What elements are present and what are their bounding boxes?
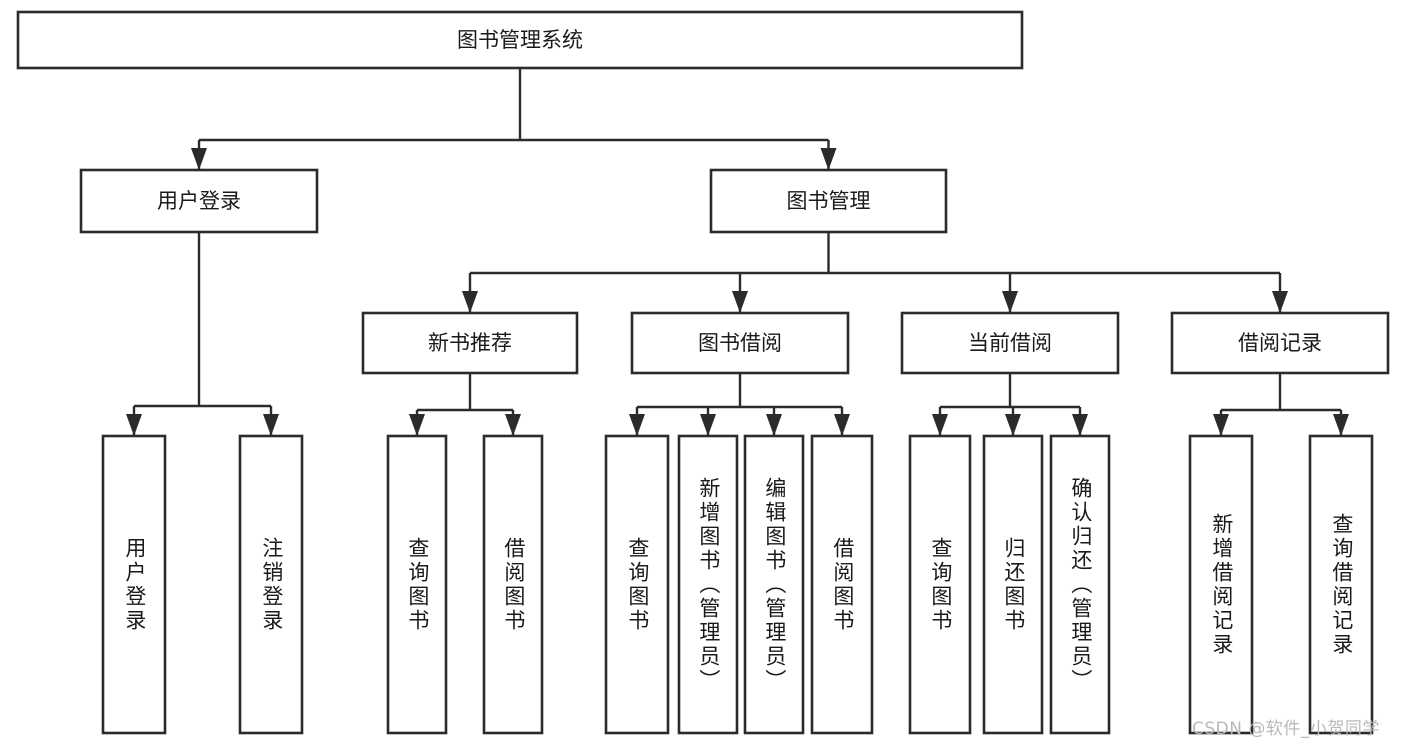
csdn-watermark: CSDN @软件_小贺同学 [1192, 719, 1380, 739]
node-图书管理-box[interactable] [709, 168, 948, 234]
login-leaves-arrowhead-1 [263, 414, 279, 436]
node-用户登录-box[interactable] [79, 168, 319, 234]
node-借阅图书-box[interactable] [810, 434, 874, 735]
node-归还图书-box[interactable] [982, 434, 1044, 735]
node-图书借阅-label: 图书借阅 [698, 331, 782, 355]
login-leaves-arrowhead-0 [126, 414, 142, 436]
node-当前借阅-label: 当前借阅 [968, 331, 1052, 355]
node-新书推荐-label: 新书推荐 [428, 331, 512, 355]
newbook-leaves-arrowhead-0 [409, 414, 425, 436]
newbook-leaves-arrowhead-1 [505, 414, 521, 436]
bookmgmt-to-l3-arrowhead-1 [732, 291, 748, 313]
node-借阅记录-box[interactable] [1170, 311, 1390, 375]
node-图书管理-label: 图书管理 [787, 189, 871, 213]
node-图书管理系统-label: 图书管理系统 [457, 28, 583, 52]
borrow-leaves-arrowhead-3 [834, 414, 850, 436]
borrow-leaves-arrowhead-0 [629, 414, 645, 436]
node-新增图书管理员-box[interactable] [677, 434, 739, 735]
current-leaves-arrowhead-0 [932, 414, 948, 436]
node-查询图书-box[interactable] [604, 434, 670, 735]
bookmgmt-to-l3-arrowhead-2 [1002, 291, 1018, 313]
borrow-leaves-arrowhead-2 [766, 414, 782, 436]
node-用户登录-box[interactable] [101, 434, 167, 735]
connector-lines-group [126, 68, 1349, 436]
node-新增借阅记录-box[interactable] [1188, 434, 1254, 735]
node-boxes-group [16, 10, 1390, 735]
node-用户登录-label: 用户登录 [157, 189, 241, 213]
node-借阅记录-label: 借阅记录 [1238, 331, 1322, 355]
node-查询借阅记录-box[interactable] [1308, 434, 1374, 735]
node-编辑图书管理员-box[interactable] [743, 434, 805, 735]
root-to-l2-arrowhead-0 [191, 148, 207, 170]
node-注销登录-box[interactable] [238, 434, 304, 735]
current-leaves-arrowhead-1 [1005, 414, 1021, 436]
borrow-leaves-arrowhead-1 [700, 414, 716, 436]
node-图书管理系统-box[interactable] [16, 10, 1024, 70]
node-查询图书-box[interactable] [386, 434, 448, 735]
record-leaves-arrowhead-1 [1333, 414, 1349, 436]
node-查询图书-box[interactable] [908, 434, 972, 735]
bookmgmt-to-l3-arrowhead-3 [1272, 291, 1288, 313]
node-当前借阅-box[interactable] [900, 311, 1120, 375]
current-leaves-arrowhead-2 [1072, 414, 1088, 436]
node-新书推荐-box[interactable] [361, 311, 579, 375]
root-to-l2-arrowhead-1 [820, 148, 837, 170]
bookmgmt-to-l3-arrowhead-0 [462, 291, 478, 313]
node-确认归还管理员-box[interactable] [1049, 434, 1111, 735]
record-leaves-arrowhead-0 [1213, 414, 1229, 436]
node-借阅图书-box[interactable] [482, 434, 544, 735]
node-图书借阅-box[interactable] [630, 311, 850, 375]
